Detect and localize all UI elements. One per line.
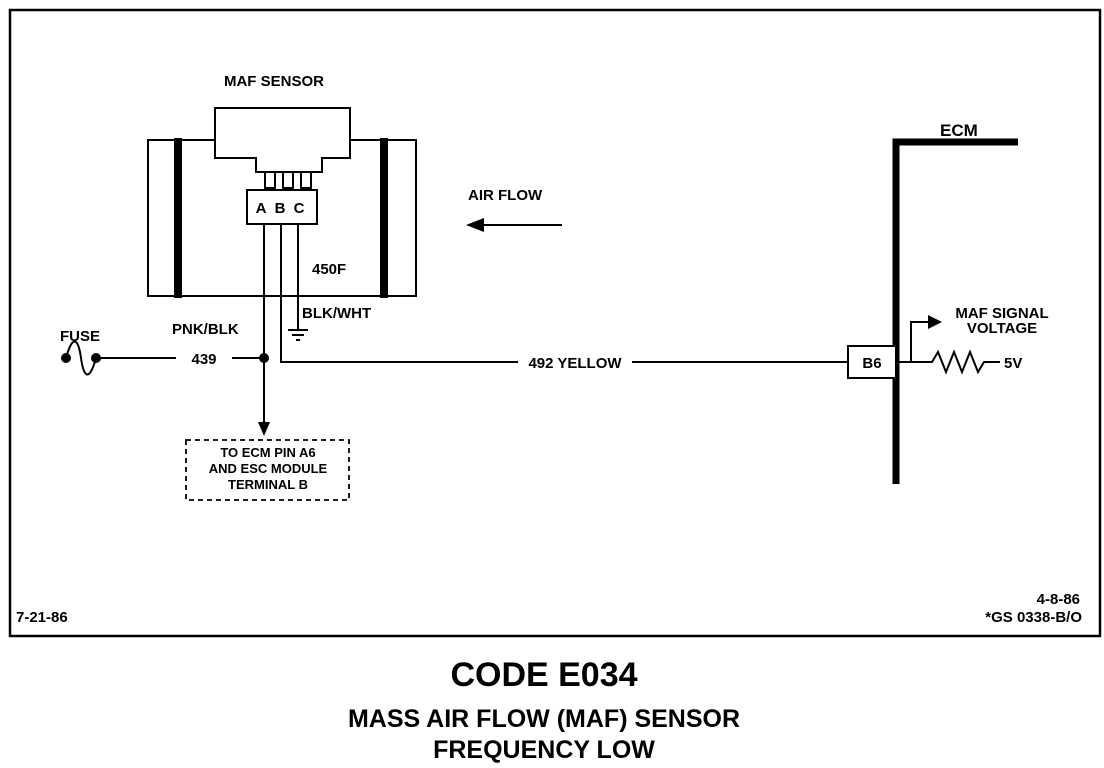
maf-sensor-label: MAF SENSOR <box>224 73 324 90</box>
ecm-label: ECM <box>940 121 978 140</box>
pullup-voltage-label: 5V <box>1004 355 1022 372</box>
pin-a-label: A <box>256 200 267 217</box>
caption-title: CODE E034 <box>450 656 637 694</box>
note-line-1: TO ECM PIN A6 <box>220 445 315 460</box>
signal-out-line-1: MAF SIGNAL <box>955 305 1048 322</box>
ground-wire-label: BLK/WHT <box>302 305 371 322</box>
sensor-connector <box>246 189 318 225</box>
air-flow-arrow <box>466 218 562 232</box>
date-left: 7-21-86 <box>16 609 68 626</box>
note-box <box>185 439 350 501</box>
date-right: 4-8-86 <box>1037 591 1080 608</box>
diagram-frame <box>8 8 1102 638</box>
note-line-2: AND ESC MODULE <box>209 461 328 476</box>
signal-out-line-2: VOLTAGE <box>967 320 1037 337</box>
caption-subtitle-1: MASS AIR FLOW (MAF) SENSOR <box>348 705 740 733</box>
ecm-pin-box <box>847 345 897 379</box>
sensor-left-screen <box>174 138 182 298</box>
maf-sensor-body <box>147 107 417 297</box>
signal-output-arrow <box>928 315 942 329</box>
caption-subtitle-2: FREQUENCY LOW <box>433 736 655 764</box>
ecm-pin-label: B6 <box>862 355 881 372</box>
pullup-resistor <box>896 349 1000 375</box>
fuse-label: FUSE <box>60 328 100 345</box>
power-wire-color: PNK/BLK <box>172 321 239 338</box>
signal-output-line <box>910 321 928 362</box>
signal-wire-label: 492 YELLOW <box>528 355 622 372</box>
branch-arrow <box>258 422 270 436</box>
signal-wire <box>280 224 518 363</box>
ground-symbol <box>288 329 308 341</box>
pin-b-label: B <box>275 200 286 217</box>
reference-code: *GS 0338-B/O <box>985 609 1082 626</box>
fuse-link <box>65 340 97 376</box>
note-line-3: TERMINAL B <box>228 477 308 492</box>
power-wire-number: 439 <box>191 351 216 368</box>
sensor-right-screen <box>380 138 388 298</box>
wire-450f-label: 450F <box>312 261 346 278</box>
air-flow-label: AIR FLOW <box>468 187 543 204</box>
pin-c-label: C <box>294 200 305 217</box>
